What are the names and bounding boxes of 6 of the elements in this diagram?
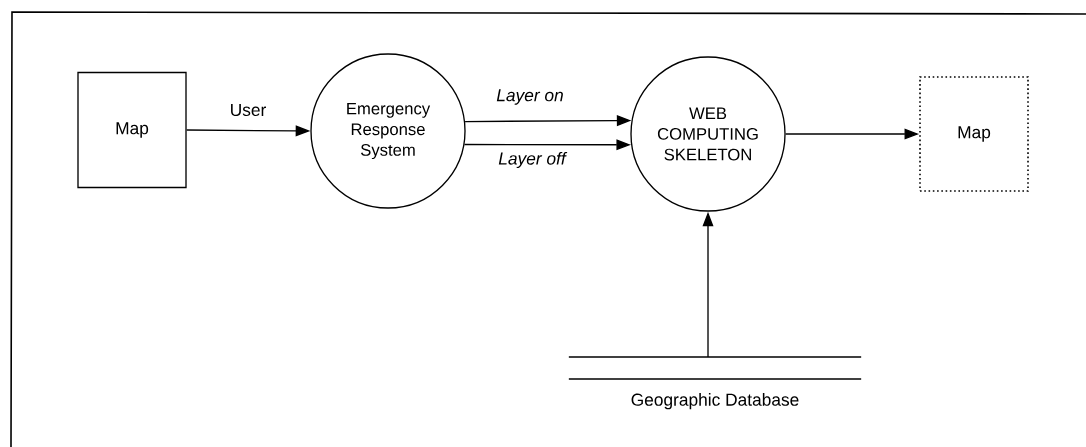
edge-label: Layer off: [496, 150, 568, 170]
edge-label: Layer on: [494, 87, 566, 107]
data-store: Geographic Database: [568, 356, 862, 410]
output-box: Map: [919, 76, 1029, 192]
process-box: Map: [77, 71, 187, 189]
edge-label: User: [228, 102, 268, 118]
